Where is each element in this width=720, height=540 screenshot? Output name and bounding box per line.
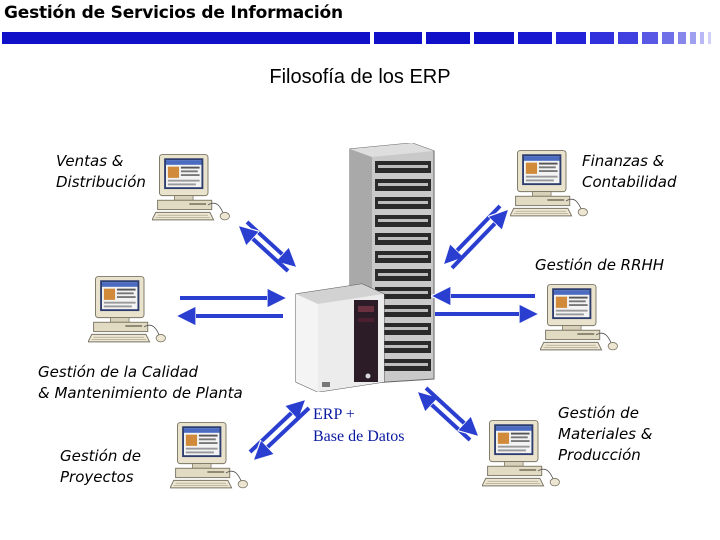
arrow-from-erp-materiales <box>424 386 476 434</box>
arrow-to-erp-materiales <box>420 394 472 442</box>
header-title: Gestión de Servicios de Información <box>4 3 343 23</box>
server-rack-icon <box>295 283 385 392</box>
node-label-ventas: Ventas &Distribución <box>56 152 146 191</box>
node-label-rrhh: Gestión de RRHH <box>535 256 665 274</box>
slide-title: Filosofía de los ERP <box>269 66 451 88</box>
arrow-to-erp-proyectos <box>248 402 303 454</box>
node-label-calidad: Gestión de la Calidad& Mantenimiento de … <box>38 363 243 402</box>
node-label-finanzas: Finanzas &Contabilidad <box>582 152 677 191</box>
arrow-from-erp-ventas <box>241 228 290 273</box>
arrow-to-erp-ventas <box>245 220 294 265</box>
arrow-from-erp-proyectos <box>256 406 311 458</box>
header-bar <box>2 32 711 44</box>
arrow-to-erp-finanzas <box>446 204 502 262</box>
center-label: ERP +Base de Datos <box>313 406 405 445</box>
arrow-from-erp-finanzas <box>450 212 506 270</box>
